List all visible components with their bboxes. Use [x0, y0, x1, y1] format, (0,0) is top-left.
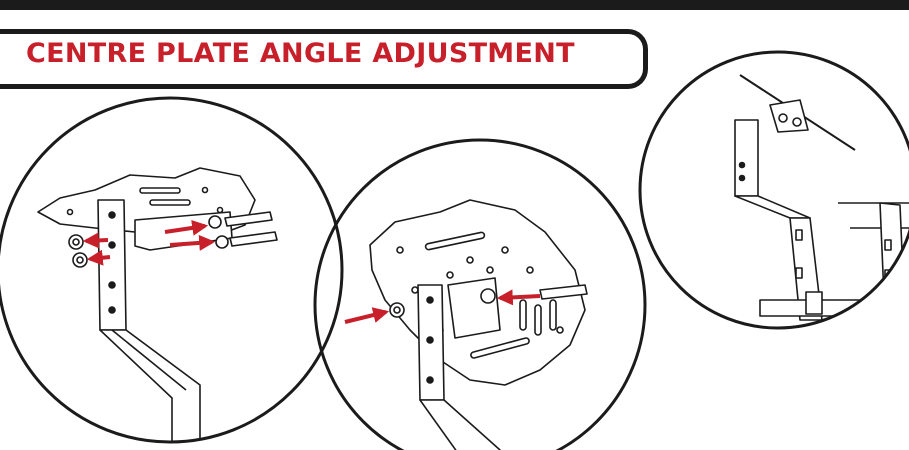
detail-circle-2: [313, 138, 647, 450]
title-banner: [0, 29, 648, 89]
detail-circle-3: [638, 50, 909, 330]
page-title: CENTRE PLATE ANGLE ADJUSTMENT: [26, 38, 575, 69]
detail-circle-1: [0, 96, 344, 444]
top-rule: [0, 0, 909, 10]
